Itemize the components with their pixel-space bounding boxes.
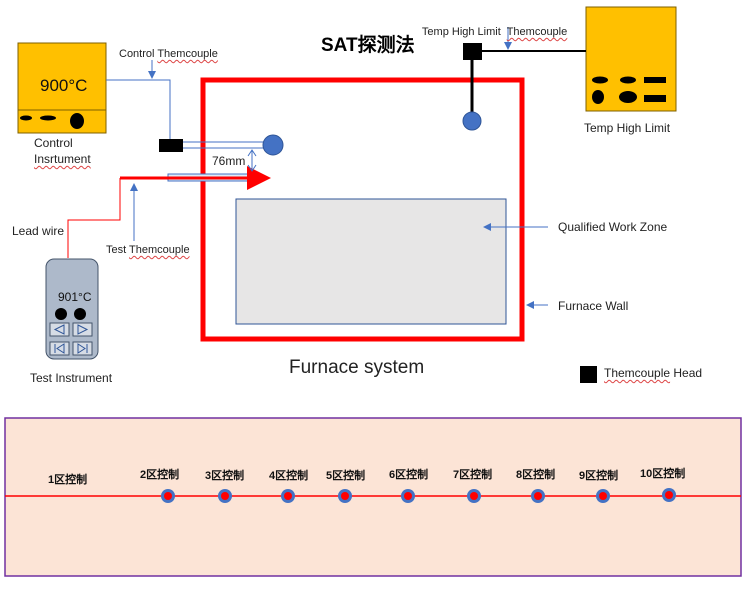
test-themcouple-label-word1: Test	[106, 244, 130, 256]
zone-sensor-core-2	[164, 492, 172, 500]
zone-label-1: 1区控制	[48, 474, 88, 486]
zone-label-8: 8区控制	[516, 469, 556, 481]
zone-label-5: 5区控制	[326, 470, 366, 482]
zone-sensor-core-7	[470, 492, 478, 500]
control-instrument-label-1: Control	[34, 136, 73, 150]
control-themcouple-label-word2: Themcouple	[157, 48, 218, 60]
control-themcouple-label: Control Themcouple	[119, 48, 218, 60]
zone-dots	[161, 488, 676, 503]
qualified-work-zone-label: Qualified Work Zone	[558, 220, 668, 234]
distance-label: 76mm	[212, 154, 246, 168]
zone-label-2: 2区控制	[140, 469, 180, 481]
zone-sensor-core-9	[599, 492, 607, 500]
zone-label-3: 3区控制	[205, 470, 245, 482]
temp-high-limit-thermocouple	[462, 43, 586, 131]
zone-sensor-core-4	[284, 492, 292, 500]
furnace-wall-label: Furnace Wall	[558, 299, 629, 313]
control-thermocouple-wire	[106, 79, 171, 139]
furnace-wall	[200, 77, 525, 342]
lead-wire	[67, 178, 121, 258]
legend-themcouple-head-label: Themcouple Head	[604, 366, 702, 380]
temp-high-limit-instrument	[585, 6, 677, 112]
zone-label-9: 9区控制	[579, 470, 619, 482]
temp-high-limit-label: Temp High Limit	[584, 121, 671, 135]
temp-high-limit-tc-label: Temp High Limit Themcouple	[416, 14, 567, 38]
zone-label-7: 7区控制	[453, 469, 493, 481]
page-title: SAT探测法	[321, 35, 415, 56]
control-instrument-reading: 900°C	[40, 76, 88, 95]
zone-label-10: 10区控制	[640, 468, 686, 480]
lead-wire-label: Lead wire	[12, 224, 65, 238]
furnace-caption: Furnace system	[289, 357, 425, 378]
control-thermocouple	[159, 134, 284, 156]
test-instrument-label: Test Instrument	[30, 371, 113, 385]
zone-sensor-core-3	[221, 492, 229, 500]
temp-high-limit-tc-label-word1: Temp High Limit	[421, 26, 507, 38]
zone-label-4: 4区控制	[269, 470, 309, 482]
qualified-work-zone	[235, 198, 507, 325]
zone-label-6: 6区控制	[389, 469, 429, 481]
control-themcouple-label-word1: Control	[119, 48, 158, 60]
zone-sensor-core-8	[534, 492, 542, 500]
zone-sensor-core-10	[665, 491, 673, 499]
legend-label-word2: Head	[670, 366, 703, 380]
zone-sensor-core-5	[341, 492, 349, 500]
control-instrument-label-2: Insrtument	[34, 152, 91, 166]
test-thermocouple	[120, 166, 271, 190]
control-instrument	[17, 42, 107, 134]
zone-panel	[4, 417, 742, 577]
zone-sensor-core-6	[404, 492, 412, 500]
test-instrument	[45, 258, 99, 360]
temp-high-limit-tc-label-word2: Themcouple	[506, 26, 568, 38]
test-themcouple-label-word2: Themcouple	[129, 244, 190, 256]
legend-themcouple-head-swatch	[580, 366, 597, 383]
legend-label-word1: Themcouple	[604, 366, 671, 380]
test-themcouple-label: Test Themcouple	[106, 244, 190, 256]
test-instrument-reading: 901°C	[58, 290, 92, 304]
